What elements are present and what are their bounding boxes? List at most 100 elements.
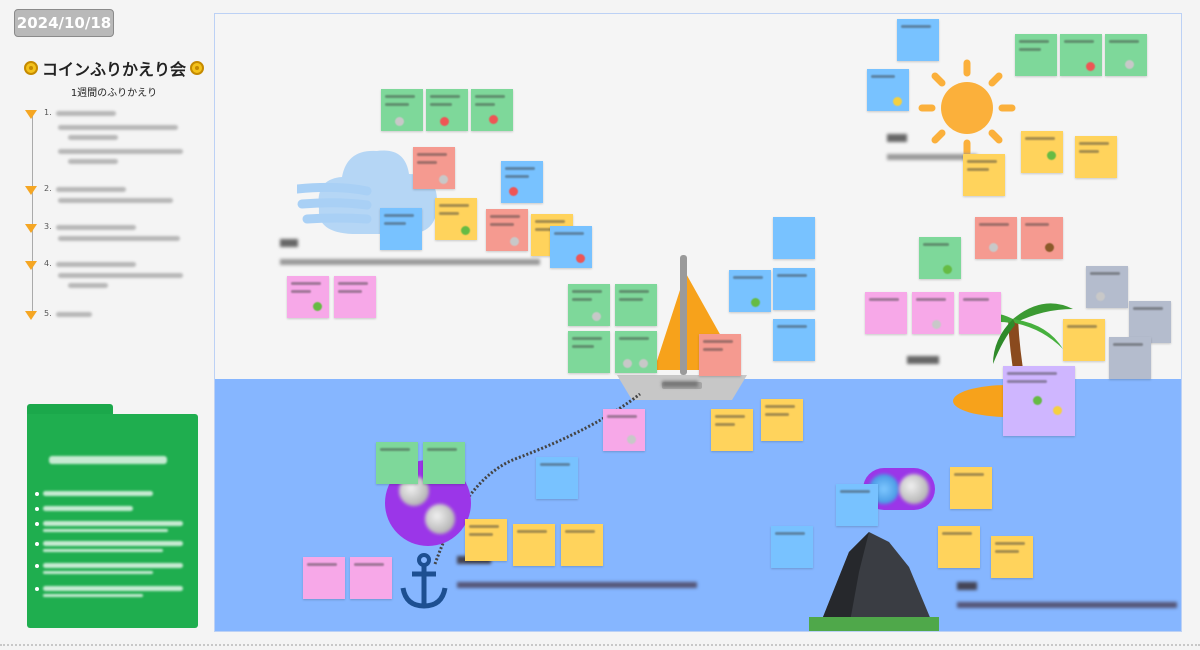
triangle-marker-icon: [25, 186, 37, 195]
blurred-text: [43, 529, 168, 532]
sticky-note[interactable]: [963, 154, 1005, 196]
sticky-note[interactable]: [865, 292, 907, 334]
anchor-icon: [400, 553, 448, 609]
sticky-note[interactable]: [334, 276, 376, 318]
blurred-text: [43, 563, 183, 568]
region-label-wind: [280, 239, 298, 247]
sticky-note[interactable]: [465, 519, 507, 561]
retrospective-heading: コインふりかえり会 1週間のふりかえり: [18, 56, 210, 99]
sticky-note[interactable]: [550, 226, 592, 268]
sticky-note[interactable]: [568, 284, 610, 326]
sticky-note[interactable]: [376, 442, 418, 484]
sticky-note[interactable]: [991, 536, 1033, 578]
sticky-note[interactable]: [1075, 136, 1117, 178]
sticky-note[interactable]: [603, 409, 645, 451]
blurred-text: [68, 135, 118, 140]
blurred-text: [58, 149, 183, 154]
sticky-note[interactable]: [1063, 319, 1105, 361]
blurred-text: [56, 225, 136, 230]
triangle-marker-icon: [25, 224, 37, 233]
page-subtitle: 1週間のふりかえり: [70, 88, 158, 99]
sticky-note[interactable]: [1060, 34, 1102, 76]
sticky-note[interactable]: [303, 557, 345, 599]
sticky-note[interactable]: [773, 268, 815, 310]
page-title: コインふりかえり会: [18, 56, 210, 80]
sticky-note[interactable]: [771, 526, 813, 568]
sticky-note[interactable]: [561, 524, 603, 566]
bullet-icon: [35, 522, 39, 526]
sticky-note[interactable]: [568, 331, 610, 373]
blurred-text: [58, 198, 173, 203]
agenda-step-number: 5.: [44, 309, 52, 318]
sticky-note[interactable]: [381, 89, 423, 131]
blurred-text: [58, 236, 180, 241]
blurred-text: [58, 125, 178, 130]
sticky-note[interactable]: [773, 217, 815, 259]
sticky-note[interactable]: [435, 198, 477, 240]
sticky-note[interactable]: [1109, 337, 1151, 379]
agenda-timeline: 1. 2. 3. 4. 5.: [24, 104, 214, 324]
sticky-note[interactable]: [912, 292, 954, 334]
sun-icon: [918, 59, 1016, 157]
sticky-note[interactable]: [413, 147, 455, 189]
sticky-note[interactable]: [959, 292, 1001, 334]
bullet-icon: [35, 587, 39, 591]
sticky-note[interactable]: [729, 270, 771, 312]
date-badge: 2024/10/18: [14, 9, 114, 37]
coin-icon: [899, 474, 929, 504]
sticky-note[interactable]: [287, 276, 329, 318]
sticky-note[interactable]: [897, 19, 939, 61]
region-description: [957, 602, 1177, 608]
sticky-note[interactable]: [919, 237, 961, 279]
folder-body: [27, 414, 198, 628]
sticky-note[interactable]: [1129, 301, 1171, 343]
sticky-note[interactable]: [699, 334, 741, 376]
sticky-note[interactable]: [501, 161, 543, 203]
sticky-note[interactable]: [1015, 34, 1057, 76]
triangle-marker-icon: [25, 311, 37, 320]
sticky-note[interactable]: [350, 557, 392, 599]
blurred-text: [68, 283, 108, 288]
region-label-sun: [887, 134, 907, 142]
sticky-note[interactable]: [426, 89, 468, 131]
sailboat-retro-board[interactable]: [214, 13, 1182, 632]
sticky-note[interactable]: [1021, 217, 1063, 259]
blurred-text: [43, 549, 163, 552]
sticky-note[interactable]: [471, 89, 513, 131]
sticky-note[interactable]: [975, 217, 1017, 259]
triangle-marker-icon: [25, 261, 37, 270]
sticky-note[interactable]: [486, 209, 528, 251]
blurred-text: [43, 594, 143, 597]
agenda-step-number: 3.: [44, 222, 52, 231]
sticky-note[interactable]: [761, 399, 803, 441]
sticky-note[interactable]: [938, 526, 980, 568]
sticky-note[interactable]: [1105, 34, 1147, 76]
region-label-rock: [957, 582, 977, 590]
sticky-note[interactable]: [513, 524, 555, 566]
region-label-sailboat: [662, 381, 698, 387]
sticky-note[interactable]: [950, 467, 992, 509]
sticky-note[interactable]: [536, 457, 578, 499]
blurred-text: [56, 187, 126, 192]
timeline-line: [32, 114, 33, 314]
sticky-note[interactable]: [380, 208, 422, 250]
sticky-note[interactable]: [867, 69, 909, 111]
sticky-note[interactable]: [773, 319, 815, 361]
bullet-icon: [35, 542, 39, 546]
cheat-sheet-folder[interactable]: [27, 404, 198, 628]
sticky-note[interactable]: [615, 331, 657, 373]
sticky-note[interactable]: [1003, 366, 1075, 436]
sticky-note[interactable]: [615, 284, 657, 326]
canvas-bottom-edge: [0, 644, 1200, 646]
sticky-note[interactable]: [1021, 131, 1063, 173]
blurred-text: [58, 273, 183, 278]
blurred-text: [43, 571, 153, 574]
sticky-note[interactable]: [711, 409, 753, 451]
sticky-note[interactable]: [423, 442, 465, 484]
sticky-note[interactable]: [836, 484, 878, 526]
bullet-icon: [35, 507, 39, 511]
coin-icon: [425, 504, 455, 534]
blurred-text: [43, 491, 153, 496]
sticky-note[interactable]: [1086, 266, 1128, 308]
